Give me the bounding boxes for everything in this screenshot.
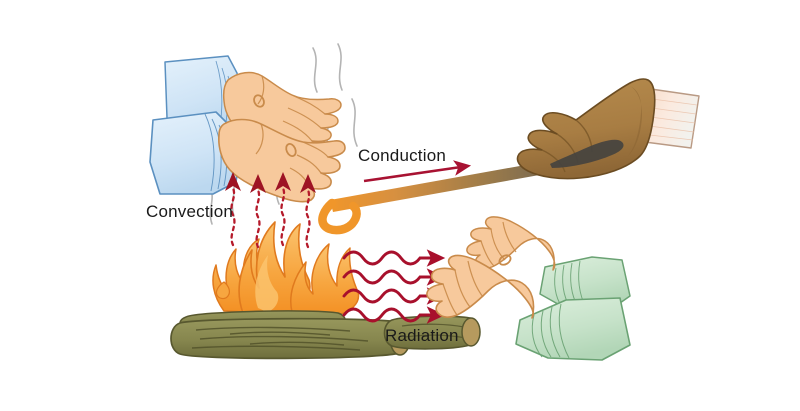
convection-arrow-2 bbox=[255, 188, 261, 249]
conduction-label-group: Conduction bbox=[358, 146, 472, 183]
convection-arrowheads bbox=[225, 172, 316, 193]
convection-arrow-3 bbox=[280, 186, 286, 247]
radiation-wave-1 bbox=[342, 249, 446, 267]
ring-lower-hand bbox=[285, 142, 297, 158]
flame-spark bbox=[215, 281, 230, 300]
hands-warming-above-fire bbox=[149, 55, 346, 203]
log-right-end bbox=[461, 317, 481, 347]
radiation-wave-3 bbox=[342, 287, 446, 305]
conduction-arrow bbox=[363, 160, 472, 183]
conduction-label: Conduction bbox=[358, 146, 446, 165]
flame-inner-highlight bbox=[255, 255, 279, 312]
radiation-waves bbox=[342, 249, 446, 324]
log-front bbox=[170, 317, 411, 360]
convection-label: Convection bbox=[146, 202, 233, 221]
radiation-label: Radiation bbox=[385, 326, 459, 345]
ring-upper-hand bbox=[253, 94, 265, 108]
gloved-hand-holding-poker bbox=[516, 78, 700, 180]
convection-arrow-4 bbox=[305, 188, 311, 249]
campfire bbox=[170, 221, 481, 360]
ring-radiation-hand bbox=[498, 254, 512, 266]
lower-hand-radiation bbox=[426, 254, 535, 319]
glove-grip-shadow bbox=[550, 139, 624, 168]
convection-arrows bbox=[230, 186, 311, 249]
hands-facing-radiation bbox=[426, 216, 631, 361]
radiation-wave-2 bbox=[342, 268, 446, 286]
radiation-wave-4 bbox=[342, 306, 446, 324]
convection-arrow-1 bbox=[230, 186, 236, 247]
poker-hook bbox=[318, 198, 361, 235]
